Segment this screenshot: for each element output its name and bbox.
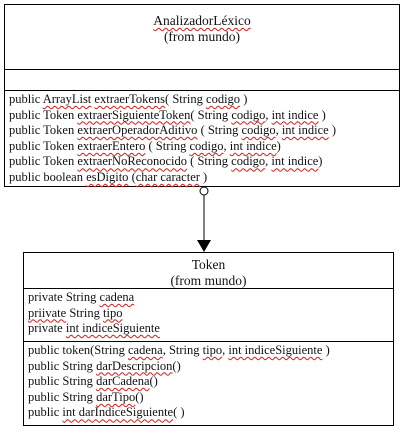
text-segment: ( String: [197, 123, 242, 138]
text-segment: (): [172, 358, 181, 373]
underlined-token: darDescripcion: [96, 358, 173, 373]
text-segment: ): [240, 92, 248, 106]
text-segment: ( String: [187, 154, 232, 169]
attribute-row: priivate String tipo: [24, 306, 393, 322]
underlined-token: int darIndiceSiguiente: [62, 405, 174, 420]
divider-attributes: [24, 288, 393, 289]
association-end-circle: [199, 186, 209, 196]
underlined-token: codigo: [241, 123, 276, 138]
underlined-token: codigo: [231, 107, 266, 122]
underlined-token: cadena: [128, 343, 163, 357]
method-row: public boolean esDigito (char caracter ): [5, 170, 399, 186]
method-row: public String darDescripcion(): [24, 359, 393, 375]
divider-methods: [24, 341, 393, 342]
underlined-token: priivate: [28, 305, 67, 320]
underlined-token: tipo: [202, 343, 223, 357]
text-segment: ,: [275, 123, 282, 138]
text-segment: public token(String: [28, 343, 128, 357]
class-header: Token (from mundo): [24, 257, 393, 289]
underlined-token: tipo: [103, 305, 123, 320]
text-segment: ): [276, 138, 281, 153]
underlined-token: ArrayList: [42, 92, 92, 106]
attribute-row: private int indiceSiguiente: [24, 321, 393, 337]
underlined-token: codigo: [231, 154, 266, 169]
method-row: public String darCadena(): [24, 374, 393, 390]
text-segment: ( ): [173, 405, 185, 420]
underlined-token: extraerTokens: [94, 92, 166, 106]
package-label: (from mundo): [170, 273, 247, 288]
underlined-token: codigo: [206, 92, 241, 106]
method-row: public Token extraerEntero ( String codi…: [5, 139, 399, 155]
underlined-token: codigo: [189, 138, 224, 153]
underlined-token: char caracter: [135, 169, 200, 184]
underlined-token: extraerSiguienteToken: [77, 107, 191, 122]
package-label: (from mundo): [163, 29, 241, 44]
underlined-token: int indice: [229, 138, 277, 153]
text-segment: ,: [222, 343, 229, 357]
attribute-row: private String cadena: [24, 290, 393, 306]
underlined-token: extraerOperadorAditivo: [77, 123, 198, 138]
method-row: public token(String cadena, String tipo,…: [24, 343, 393, 359]
methods-section: public ArrayList extraerTokens( String c…: [5, 92, 399, 186]
methods-section: public token(String cadena, String tipo,…: [24, 343, 393, 421]
text-segment: ( String: [145, 138, 190, 153]
underlined-token: int indice: [271, 154, 319, 169]
text-segment: , String: [162, 343, 203, 357]
underlined-token: int indice: [271, 107, 319, 122]
text-segment: ( String: [190, 107, 232, 122]
underlined-token: esDigito: [86, 169, 129, 184]
text-segment: ): [322, 343, 330, 357]
class-name: AnalizadorLéxico: [153, 13, 251, 28]
method-row: public String darTipo(): [24, 390, 393, 406]
text-segment: public String: [28, 389, 97, 404]
underlined-token: int indiceSiguiente: [65, 321, 160, 336]
text-segment: ): [328, 123, 336, 138]
text-segment: public Token: [9, 138, 78, 153]
method-row: public ArrayList extraerTokens( String c…: [5, 92, 399, 108]
underlined-token: int indiceSiguiente: [228, 343, 323, 357]
text-segment: public String: [28, 374, 97, 389]
text-segment: ,: [265, 107, 272, 122]
text-segment: (): [149, 374, 158, 389]
attributes-section: private String cadena priivate String ti…: [24, 290, 393, 337]
method-row: public int darIndiceSiguiente( ): [24, 405, 393, 421]
underlined-token: extraerNoReconocido: [77, 154, 188, 169]
text-segment: public: [9, 92, 43, 106]
method-row: public Token extraerNoReconocido ( Strin…: [5, 154, 399, 170]
text-segment: public String: [28, 358, 97, 373]
text-segment: public Token: [9, 107, 78, 122]
text-segment: ): [318, 107, 326, 122]
divider-attributes: [5, 69, 399, 70]
text-segment: public: [28, 405, 63, 420]
underlined-token: extraerEntero: [77, 138, 146, 153]
class-box-analizador-lexico[interactable]: AnalizadorLéxico (from mundo) public Arr…: [4, 4, 400, 187]
class-header: AnalizadorLéxico (from mundo): [5, 13, 399, 45]
underlined-token: darTipo: [96, 389, 136, 404]
text-segment: public Token: [9, 123, 78, 138]
text-segment: ,: [223, 138, 230, 153]
text-segment: private String: [28, 290, 100, 304]
underlined-token: darCadena: [96, 374, 150, 389]
text-segment: public boolean: [9, 169, 87, 184]
text-segment: String: [66, 305, 103, 320]
text-segment: ( String: [165, 92, 207, 106]
underlined-token: cadena: [99, 290, 135, 304]
text-segment: ): [318, 154, 323, 169]
class-box-token[interactable]: Token (from mundo) private String cadena…: [23, 252, 394, 426]
text-segment: public Token: [9, 154, 78, 169]
divider-methods: [5, 90, 399, 91]
arrow-head-icon: [197, 240, 211, 252]
class-name: Token: [191, 257, 226, 272]
method-row: public Token extraerSiguienteToken( Stri…: [5, 108, 399, 124]
method-row: public Token extraerOperadorAditivo ( St…: [5, 123, 399, 139]
text-segment: (): [135, 389, 144, 404]
text-segment: private: [28, 321, 66, 336]
text-segment: ,: [265, 154, 272, 169]
text-segment: ): [199, 169, 208, 184]
text-segment: (: [128, 169, 136, 184]
underlined-token: int indice: [281, 123, 329, 138]
